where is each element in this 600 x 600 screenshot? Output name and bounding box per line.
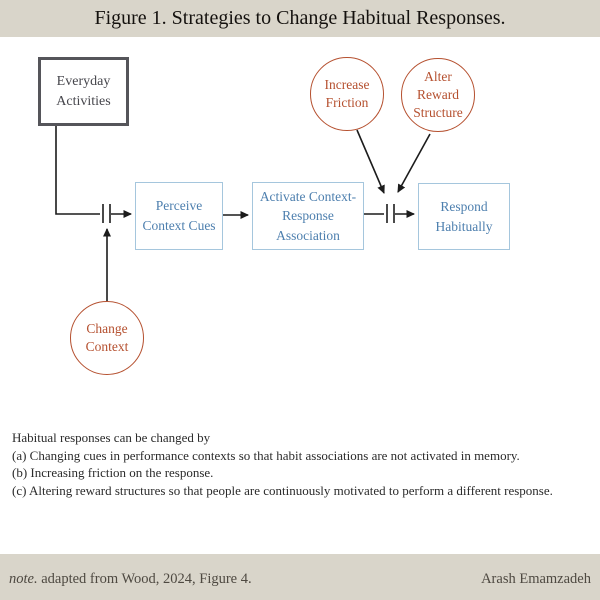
figure-title-band: Figure 1. Strategies to Change Habitual …	[0, 0, 600, 37]
node-alter-reward-structure: Alter Reward Structure	[401, 58, 475, 132]
node-perceive-context-cues-label: Perceive Context Cues	[142, 198, 216, 233]
caption-line-b: (b) Increasing friction on the response.	[12, 465, 214, 480]
author-credit: Arash Emamzadeh	[481, 571, 591, 587]
node-increase-friction: Increase Friction	[310, 57, 384, 131]
node-everyday-activities-label: Everyday Activities	[56, 73, 111, 109]
note-label: note.	[9, 571, 38, 587]
arrow-alter-reward-to-break	[397, 133, 431, 193]
node-respond-habitually: Respond Habitually	[418, 183, 510, 250]
node-everyday-activities: Everyday Activities	[38, 57, 129, 126]
caption-line-intro: Habitual responses can be changed by	[12, 430, 211, 445]
node-perceive-context-cues: Perceive Context Cues	[135, 182, 223, 250]
caption-line-a: (a) Changing cues in performance context…	[12, 447, 520, 463]
node-alter-reward-structure-label: Alter Reward Structure	[413, 68, 463, 121]
arrow-increase-friction-to-break	[356, 129, 385, 194]
connector-layer	[55, 126, 431, 301]
node-change-context: Change Context	[70, 301, 144, 375]
node-activate-association-label: Activate Context-Response Association	[259, 188, 357, 243]
footer-band: note. adapted from Wood, 2024, Figure 4.…	[0, 554, 600, 600]
flow-diagram: Everyday Activities Increase Friction Al…	[0, 37, 600, 427]
connector-everyday-to-break	[55, 126, 100, 215]
node-activate-association: Activate Context-Response Association	[252, 182, 364, 250]
source-attribution: note. adapted from Wood, 2024, Figure 4.	[9, 571, 252, 588]
figure-caption: Habitual responses can be changed by (a)…	[12, 429, 600, 499]
node-increase-friction-label: Increase Friction	[324, 76, 370, 110]
note-text: adapted from Wood, 2024, Figure 4.	[37, 571, 252, 587]
figure-title: Figure 1. Strategies to Change Habitual …	[94, 7, 506, 29]
caption-line-c: (c) Altering reward structures so that p…	[12, 482, 553, 498]
node-respond-habitually-label: Respond Habitually	[435, 198, 493, 234]
node-change-context-label: Change Context	[85, 320, 129, 354]
